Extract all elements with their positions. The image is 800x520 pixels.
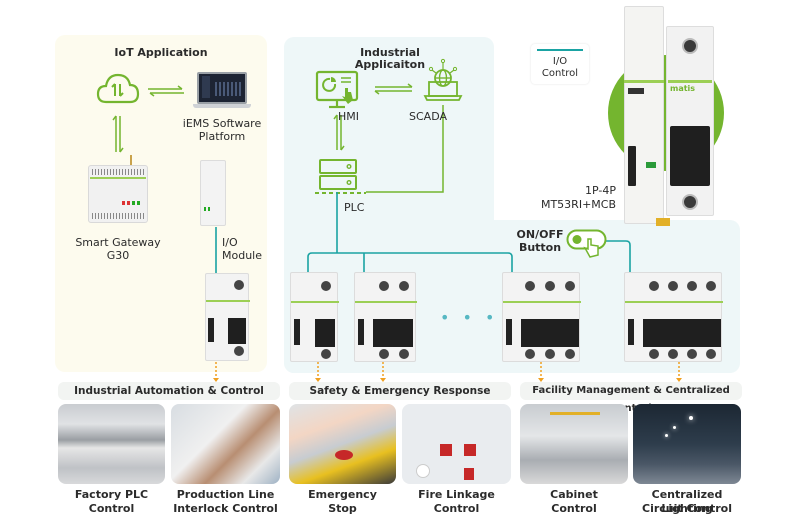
caption-production-line-line2: Interlock Control bbox=[173, 502, 278, 515]
onoff-button-label-line1: ON/OFF bbox=[516, 228, 564, 241]
hmi-monitor-icon bbox=[315, 70, 359, 109]
hmi-label: HMI bbox=[338, 110, 360, 123]
output-dotted-lines bbox=[215, 362, 680, 380]
category-header-industrial-automation: Industrial Automation & Control bbox=[58, 382, 280, 400]
breaker-1p bbox=[290, 272, 339, 362]
caption-cabinet-line1: Cabinet bbox=[550, 488, 598, 501]
hmi-plc-arrows bbox=[333, 114, 345, 151]
product-poles-label: 1P-4P bbox=[585, 184, 616, 197]
io-module-label-line1: I/O bbox=[222, 236, 238, 249]
photo-fire-linkage bbox=[402, 404, 511, 484]
iems-label-line2: Platform bbox=[198, 130, 246, 143]
product-model-label: MT53RI+MCB bbox=[540, 198, 616, 211]
category-header-safety-emergency: Safety & Emergency Response bbox=[289, 382, 511, 400]
caption-production-line-line1: Production Line bbox=[176, 488, 275, 501]
caption-factory-plc-line2: Control bbox=[88, 502, 135, 515]
caption-emergency-stop-line2: Stop bbox=[328, 502, 357, 515]
onoff-button-label-line2: Button bbox=[518, 241, 562, 254]
cloud-gateway-arrows bbox=[112, 115, 124, 153]
gateway-label-line1: Smart Gateway bbox=[75, 236, 161, 249]
gateway-label-line2: G30 bbox=[106, 249, 130, 262]
scada-globe-laptop-icon bbox=[423, 58, 463, 101]
onoff-toggle-hand-icon[interactable] bbox=[566, 229, 610, 259]
cloud-sync-icon bbox=[96, 73, 140, 104]
io-module-label-line2: Module bbox=[222, 249, 262, 262]
breaker-4p bbox=[624, 272, 723, 362]
output-arrowheads bbox=[213, 378, 682, 382]
caption-factory-plc-line1: Factory PLC bbox=[74, 488, 149, 501]
caption-cabinet-line2: Control bbox=[551, 502, 597, 515]
product-brand-label: matis bbox=[670, 84, 696, 93]
iems-laptop-image bbox=[193, 72, 251, 108]
breaker-iot-1p bbox=[205, 273, 250, 361]
iems-label-line1: iEMS Software bbox=[182, 117, 262, 130]
io-control-legend-swatch bbox=[537, 49, 583, 51]
photo-factory-plc-control bbox=[58, 404, 165, 484]
photo-centralized-lighting bbox=[633, 404, 741, 484]
io-control-legend: I/O Control bbox=[531, 44, 589, 84]
industrial-application-title-line1: Industrial bbox=[360, 46, 420, 59]
caption-fire-linkage-line2: Control bbox=[433, 502, 480, 515]
io-control-legend-line1: I/O bbox=[552, 56, 568, 67]
photo-production-line bbox=[171, 404, 280, 484]
photo-emergency-stop bbox=[289, 404, 396, 484]
caption-lighting-line1: Centralized Lighting bbox=[651, 488, 723, 515]
hmi-scada-arrows bbox=[374, 83, 413, 95]
caption-fire-linkage-line1: Fire Linkage bbox=[418, 488, 495, 501]
io-control-legend-line2: Control bbox=[541, 68, 579, 79]
iot-application-title: IoT Application bbox=[114, 46, 208, 59]
smart-gateway-image bbox=[88, 155, 148, 230]
breaker-2p bbox=[354, 272, 417, 362]
scada-label: SCADA bbox=[409, 110, 447, 123]
plc-label: PLC bbox=[344, 201, 365, 214]
scada-plc-line bbox=[366, 105, 444, 193]
breaker-3p bbox=[502, 272, 581, 362]
io-module-image bbox=[200, 160, 226, 226]
category-header-facility-management: Facility Management & Centralized Contro… bbox=[520, 382, 742, 414]
caption-emergency-stop-line1: Emergency bbox=[308, 488, 377, 501]
mt53ri-mcb-product-image: matis bbox=[620, 6, 716, 228]
industrial-application-title-line2: Applicaiton bbox=[354, 58, 426, 71]
more-breakers-ellipsis: • • • bbox=[440, 308, 499, 327]
photo-cabinet-control bbox=[520, 404, 628, 484]
plc-server-icon bbox=[319, 159, 357, 190]
cloud-laptop-arrows bbox=[148, 85, 184, 97]
io-control-lines bbox=[215, 192, 631, 273]
caption-lighting-line2: Circuit Control bbox=[642, 502, 732, 515]
